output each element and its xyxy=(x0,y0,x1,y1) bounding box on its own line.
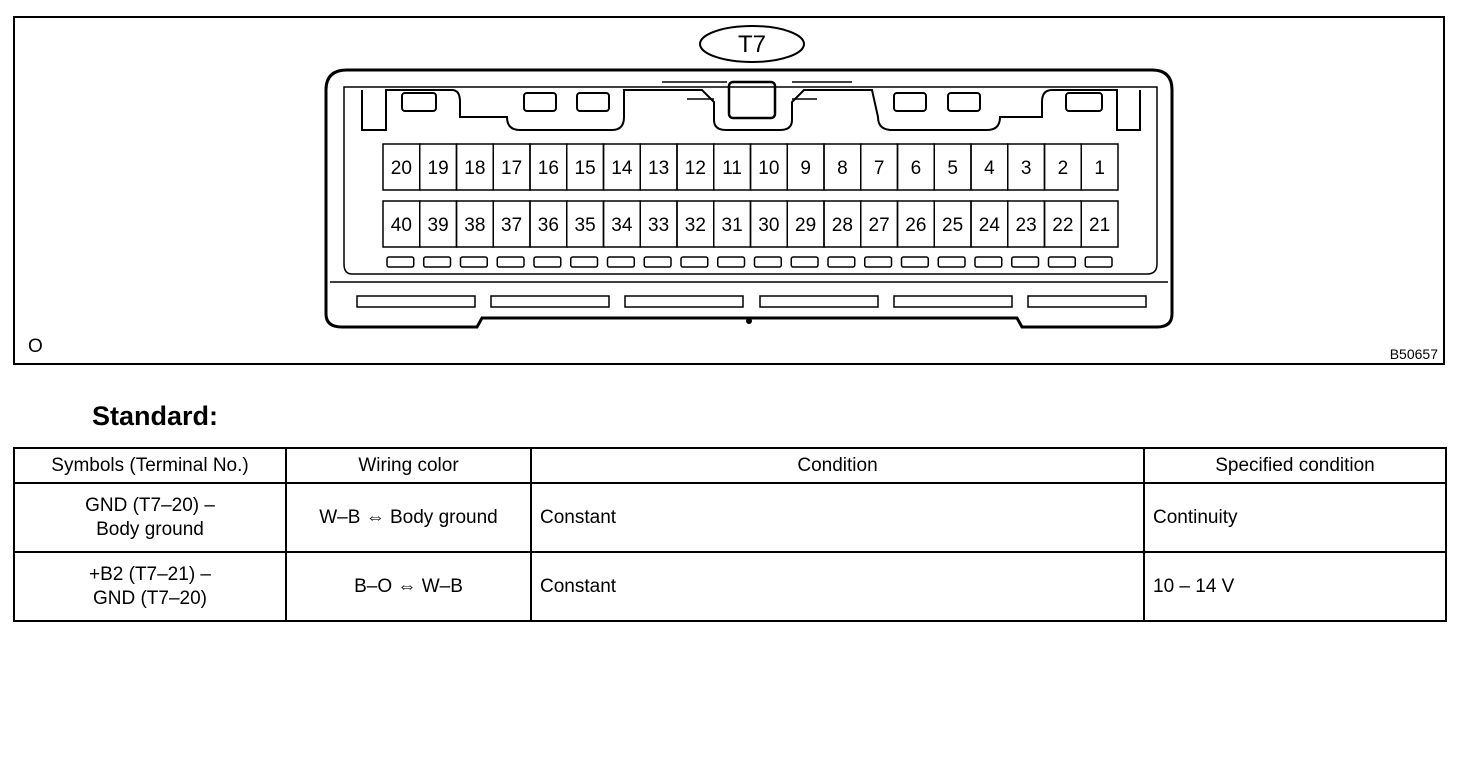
pin-number: 20 xyxy=(391,158,412,179)
pin-number: 30 xyxy=(758,215,779,236)
terminal-tab xyxy=(974,256,1003,268)
pin-number: 36 xyxy=(538,215,559,236)
corner-mark: O xyxy=(28,336,43,357)
pin-number: 8 xyxy=(837,158,848,179)
cell-symbol: +B2 (T7–21) – GND (T7–20) xyxy=(13,551,287,622)
terminal-tab xyxy=(937,256,966,268)
pin-number: 37 xyxy=(501,215,522,236)
figure-code: B50657 xyxy=(1390,346,1438,362)
pin-number: 9 xyxy=(800,158,811,179)
terminal-tab xyxy=(864,256,893,268)
terminal-tab xyxy=(900,256,929,268)
pin-number: 24 xyxy=(979,215,1001,236)
terminal-tab xyxy=(496,256,525,268)
terminal-tab xyxy=(533,256,562,268)
cell-symbol: GND (T7–20) – Body ground xyxy=(13,482,287,553)
pin-number: 1 xyxy=(1094,158,1105,179)
pin-number: 14 xyxy=(611,158,633,179)
pin-number: 25 xyxy=(942,215,963,236)
connector-label-ellipse xyxy=(699,25,805,63)
pin-number: 7 xyxy=(874,158,885,179)
pin-number: 2 xyxy=(1058,158,1069,179)
header-symbols: Symbols (Terminal No.) xyxy=(13,447,287,484)
terminal-tab xyxy=(717,256,746,268)
connector-housing xyxy=(324,68,1174,329)
pin-number: 13 xyxy=(648,158,669,179)
pin-number: 6 xyxy=(911,158,922,179)
standard-spec-table: Symbols (Terminal No.) Wiring color Cond… xyxy=(13,447,1447,622)
terminal-tab xyxy=(827,256,856,268)
header-condition: Condition xyxy=(530,447,1145,484)
pin-cell xyxy=(1080,143,1119,191)
pin-number: 38 xyxy=(464,215,485,236)
terminal-tab xyxy=(459,256,488,268)
terminal-tab xyxy=(643,256,672,268)
pin-number: 28 xyxy=(832,215,853,236)
pin-number: 16 xyxy=(538,158,559,179)
table-row: GND (T7–20) – Body ground W–B ⇔ Body gro… xyxy=(13,482,1447,553)
pin-number: 21 xyxy=(1089,215,1110,236)
pin-number: 39 xyxy=(428,215,449,236)
pin-number: 12 xyxy=(685,158,706,179)
cell-condition: Constant xyxy=(530,482,1145,553)
terminal-tab xyxy=(1084,256,1113,268)
pin-number: 32 xyxy=(685,215,706,236)
pin-number: 4 xyxy=(984,158,995,179)
table-header-row: Symbols (Terminal No.) Wiring color Cond… xyxy=(13,447,1447,484)
pin-number: 5 xyxy=(947,158,958,179)
pin-number: 33 xyxy=(648,215,669,236)
terminal-tab xyxy=(1011,256,1040,268)
pin-number: 23 xyxy=(1016,215,1037,236)
terminal-tab xyxy=(386,256,415,268)
terminal-tab xyxy=(570,256,599,268)
pin-number: 17 xyxy=(501,158,522,179)
terminal-tab-row xyxy=(386,256,1113,268)
terminal-tab xyxy=(790,256,819,268)
connector-inner-wall xyxy=(343,86,1158,275)
symbol-line-1: +B2 (T7–21) – xyxy=(89,563,211,585)
terminal-tab xyxy=(423,256,452,268)
symbol-line-2: Body ground xyxy=(96,518,204,540)
pin-number: 10 xyxy=(758,158,779,179)
standard-heading: Standard: xyxy=(92,401,219,431)
cell-condition: Constant xyxy=(530,551,1145,622)
pin-number: 29 xyxy=(795,215,816,236)
pin-number: 18 xyxy=(464,158,485,179)
pin-number: 26 xyxy=(905,215,926,236)
pin-number: 15 xyxy=(575,158,596,179)
symbol-line-1: GND (T7–20) – xyxy=(85,494,215,516)
pin-number: 35 xyxy=(575,215,596,236)
header-wiring-color: Wiring color xyxy=(285,447,532,484)
cell-specified-condition: 10 – 14 V xyxy=(1143,551,1447,622)
cell-wiring-color: W–B ⇔ Body ground xyxy=(285,482,532,553)
symbol-line-2: GND (T7–20) xyxy=(92,587,208,609)
terminal-tab xyxy=(1047,256,1076,268)
pin-number: 19 xyxy=(428,158,449,179)
pin-number: 3 xyxy=(1021,158,1032,179)
terminal-tab xyxy=(606,256,635,268)
connector-label: T7 xyxy=(738,31,766,58)
pin-number: 11 xyxy=(722,158,742,179)
cell-wiring-color: B–O ⇔ W–B xyxy=(285,551,532,622)
connector-center-dot xyxy=(746,318,752,324)
pin-number: 27 xyxy=(869,215,890,236)
table-row: +B2 (T7–21) – GND (T7–20) B–O ⇔ W–B Cons… xyxy=(13,551,1447,622)
pin-number: 40 xyxy=(391,215,412,236)
terminal-tab xyxy=(753,256,782,268)
pin-number: 22 xyxy=(1052,215,1073,236)
header-specified-condition: Specified condition xyxy=(1143,447,1447,484)
pin-number: 31 xyxy=(722,215,743,236)
pin-number: 34 xyxy=(611,215,633,236)
cell-specified-condition: Continuity xyxy=(1143,482,1447,553)
pin-cell xyxy=(1080,200,1119,248)
terminal-tab xyxy=(680,256,709,268)
